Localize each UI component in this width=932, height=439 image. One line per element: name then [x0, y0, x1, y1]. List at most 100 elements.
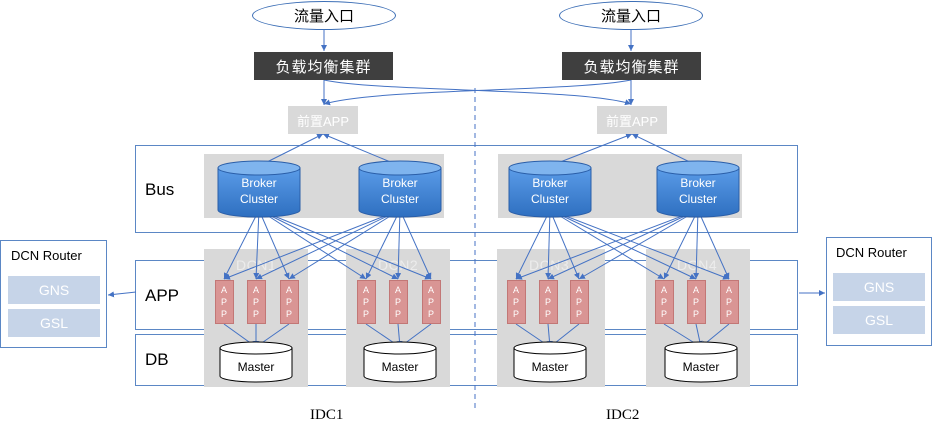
- traffic-entry-idc1: 流量入口: [252, 1, 396, 30]
- gsl-right: GSL: [833, 306, 925, 334]
- app-letter: P: [725, 297, 732, 307]
- broker-to-app-arrow: [223, 209, 401, 280]
- broker-label: Broker: [680, 176, 715, 190]
- app-letter: P: [660, 309, 667, 319]
- broker-to-app-arrow: [693, 209, 700, 280]
- broker-to-app-arrow: [549, 209, 580, 280]
- front-broker-arrow: [631, 133, 699, 167]
- app-letter: A: [660, 285, 667, 295]
- app-letter: A: [692, 285, 699, 295]
- broker-to-app-arrow: [515, 209, 699, 280]
- app-letter: P: [252, 297, 259, 307]
- idc2-label: IDC2: [606, 407, 640, 423]
- db-layer-label: DB: [145, 350, 169, 369]
- broker-to-app-arrow: [288, 209, 401, 280]
- broker-to-app-arrow: [549, 209, 730, 280]
- front-broker-arrow: [322, 133, 401, 167]
- app-letter: P: [725, 309, 732, 319]
- master-db-3: Master: [513, 341, 587, 383]
- bus-layer-label: Bus: [145, 180, 175, 199]
- app-letter: P: [512, 309, 519, 319]
- app-letter: P: [575, 309, 582, 319]
- dcn-router-left-title: DCN Router: [11, 248, 82, 263]
- dcn-router-right-title: DCN Router: [836, 245, 907, 260]
- broker-to-app-arrow: [547, 209, 699, 280]
- app-layer-label: APP: [145, 286, 180, 305]
- broker-label: Broker: [241, 176, 276, 190]
- app-letter: P: [512, 297, 519, 307]
- master-label: Master: [532, 360, 569, 374]
- app-letter: P: [394, 297, 401, 307]
- app-letter: A: [427, 285, 434, 295]
- master-label: Master: [683, 360, 720, 374]
- app-letter: P: [285, 297, 292, 307]
- app-letter: A: [394, 285, 401, 295]
- broker-to-app-arrow: [365, 209, 401, 280]
- app-letter: P: [544, 297, 551, 307]
- traffic-entry-idc2: 流量入口: [559, 1, 703, 30]
- broker-to-app-arrow: [223, 209, 260, 280]
- broker-to-app-arrow: [395, 209, 402, 280]
- app-letter: P: [394, 309, 401, 319]
- broker-label: Cluster: [531, 192, 569, 206]
- to-router-left-arrow: [107, 291, 137, 298]
- app-letter: A: [512, 285, 519, 295]
- app-letter: P: [220, 297, 227, 307]
- gns-left: GNS: [8, 276, 100, 304]
- app-letter: A: [220, 285, 227, 295]
- dcn1-label: DCN1: [236, 257, 277, 273]
- load-balancer-cluster-idc2: 负载均衡集群: [562, 52, 701, 80]
- app-letter: P: [544, 309, 551, 319]
- app-layer: [135, 260, 798, 330]
- dcn-router-left: DCN Router GNS GSL: [0, 240, 107, 348]
- front-broker-arrow: [549, 133, 633, 167]
- app-letter: P: [575, 297, 582, 307]
- app-letter: P: [285, 309, 292, 319]
- master-db-1: Master: [219, 341, 293, 383]
- broker-label: Broker: [382, 176, 417, 190]
- bus-layer: [135, 145, 798, 233]
- broker-label: Cluster: [679, 192, 717, 206]
- broker-to-app-arrow: [697, 209, 730, 280]
- broker-to-app-arrow: [258, 209, 290, 280]
- broker-to-app-arrow: [515, 209, 551, 280]
- broker-label: Cluster: [381, 192, 419, 206]
- broker-to-app-arrow: [255, 209, 401, 280]
- broker-to-app-arrow: [545, 209, 552, 280]
- app-letter: A: [725, 285, 732, 295]
- broker-label: Broker: [532, 176, 567, 190]
- broker-to-app-arrow: [399, 209, 432, 280]
- app-letter: P: [427, 297, 434, 307]
- front-app-idc1: 前置APP: [288, 106, 358, 134]
- app-letter: A: [362, 285, 369, 295]
- dcn2-label: DCN2: [378, 257, 419, 273]
- app-letter: P: [362, 297, 369, 307]
- lb-cross-arrow: [323, 79, 632, 106]
- master-label: Master: [238, 360, 275, 374]
- app-letter: P: [692, 297, 699, 307]
- master-label: Master: [382, 360, 419, 374]
- master-db-2: Master: [363, 341, 437, 383]
- broker-to-app-arrow: [578, 209, 699, 280]
- db-layer: [135, 334, 798, 386]
- app-letter: P: [692, 309, 699, 319]
- app-letter: A: [544, 285, 551, 295]
- front-broker-arrow: [258, 133, 324, 167]
- front-app-idc2: 前置APP: [597, 106, 667, 134]
- app-letter: A: [285, 285, 292, 295]
- dcn-router-right: DCN Router GNS GSL: [826, 237, 932, 346]
- app-letter: P: [427, 309, 434, 319]
